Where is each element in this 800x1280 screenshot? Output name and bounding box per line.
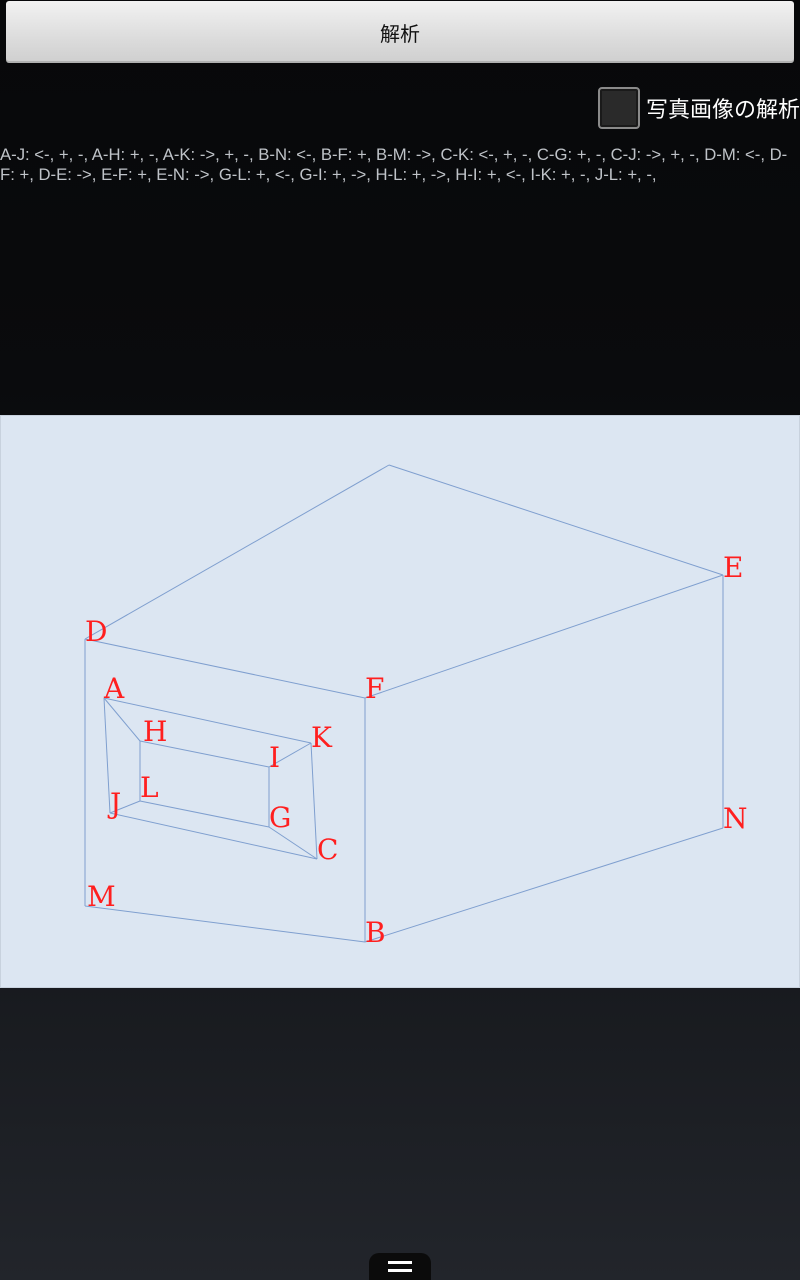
vertex-label-E: E [723, 551, 743, 584]
vertex-label-D: D [85, 615, 107, 648]
vertex-label-G: G [269, 801, 291, 834]
vertex-label-L: L [140, 771, 159, 804]
menu-icon-bar-top [388, 1261, 412, 1264]
vertex-label-J: J [107, 787, 121, 820]
analysis-result-text: A-J: <-, +, -, A-H: +, -, A-K: ->, +, -,… [0, 145, 788, 184]
edge-C-G [268, 826, 318, 860]
vertex-label-F: F [365, 672, 384, 705]
vertex-label-N: N [723, 802, 748, 835]
vertex-label-A: A [103, 672, 125, 705]
photo-analysis-option[interactable]: 写真画像の解析 [597, 84, 800, 132]
edge-J-C [109, 812, 318, 860]
vertex-label-K: K [311, 721, 333, 754]
edge-M-B [84, 905, 366, 943]
edge-L-G [139, 800, 270, 828]
menu-icon-bar-bottom [388, 1269, 412, 1272]
edge-K-C [310, 742, 318, 860]
vertex-label-C: C [317, 833, 338, 866]
edge-D-F [84, 638, 366, 699]
menu-button[interactable] [369, 1253, 431, 1280]
drawing-edges [84, 464, 724, 943]
edge-J-L [109, 800, 141, 814]
vertex-label-M: M [87, 880, 116, 913]
edge-K-I [268, 742, 312, 768]
edge-B-N [364, 827, 724, 943]
photo-analysis-checkbox[interactable] [597, 87, 640, 129]
edge-H-I [139, 740, 270, 768]
edge-A-J [103, 697, 111, 814]
edge-A-K [103, 697, 312, 744]
vertex-label-H: H [143, 715, 167, 748]
analyze-button[interactable]: 解析 [6, 1, 794, 63]
edge-F-E [364, 574, 724, 699]
edge-top-right [388, 464, 724, 576]
line-drawing-svg: A B C D E F G H I J K L M N [84, 464, 748, 949]
edge-top-left [84, 464, 390, 640]
vertex-labels: A B C D E F G H I J K L M N [85, 551, 748, 949]
vertex-label-I: I [269, 741, 280, 774]
edge-A-H [103, 697, 141, 742]
photo-analysis-label: 写真画像の解析 [645, 98, 800, 123]
line-drawing-canvas: A B C D E F G H I J K L M N [0, 415, 800, 988]
vertex-label-B: B [365, 916, 386, 949]
